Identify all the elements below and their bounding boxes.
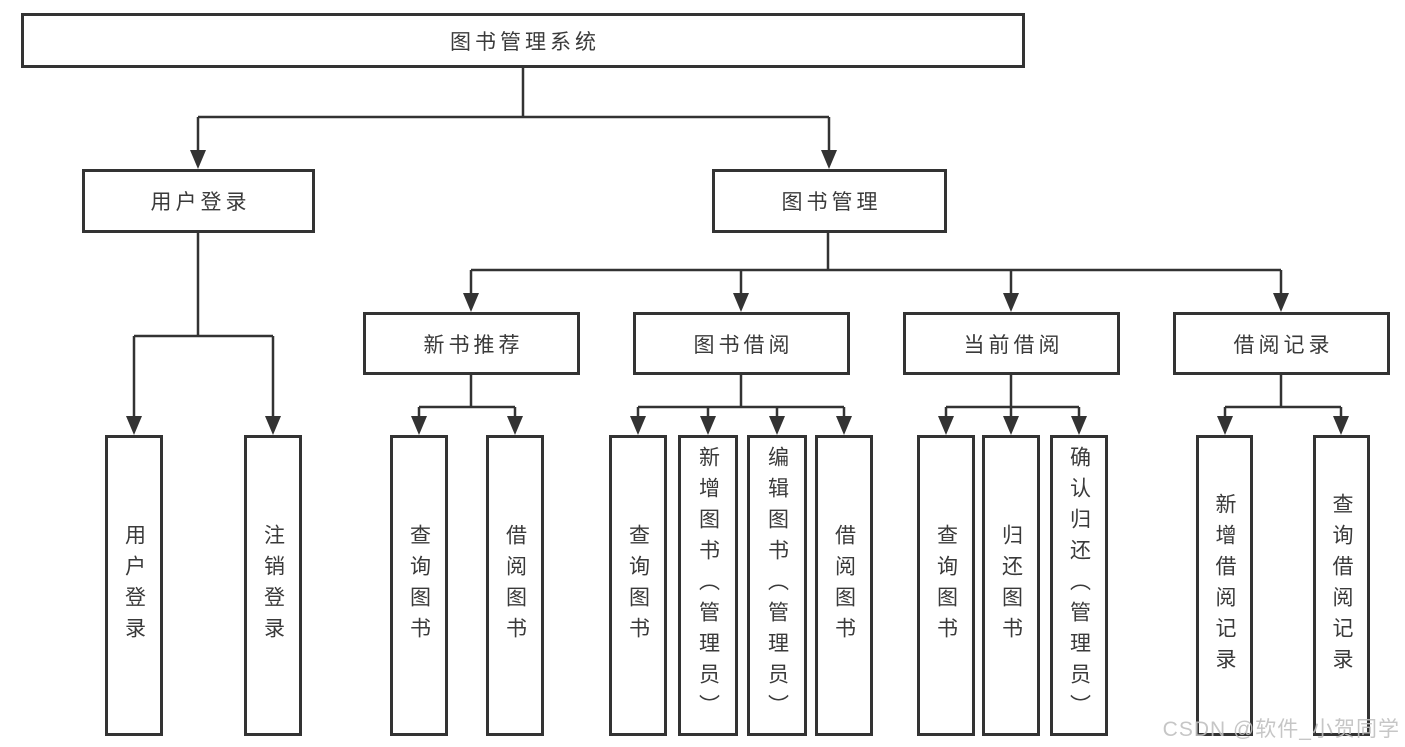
- edge-bookborrow-to-leaves: [636, 375, 846, 418]
- leaf-br-query-record-label: 查询借阅记录: [1330, 492, 1353, 679]
- leaf-cb-return-book-label: 归还图书: [999, 523, 1023, 648]
- arrowhead-rec-query-book: [411, 416, 427, 435]
- arrowhead-leaf-logout: [265, 416, 281, 435]
- node-user-login-label: 用户登录: [150, 191, 251, 214]
- leaf-bb-add-book-admin-label: 新增图书（管理员）: [696, 446, 720, 725]
- leaf-bb-query-book: 查询图书: [609, 435, 667, 736]
- node-current-borrow-label: 当前借阅: [963, 333, 1064, 357]
- edge-userlogin-to-leaves: [132, 233, 275, 418]
- leaf-user-login-label: 用户登录: [122, 523, 146, 648]
- arrowhead-cb-query-book: [938, 416, 954, 435]
- node-book-borrow: 图书借阅: [633, 312, 850, 375]
- arrowhead-current-borrow: [1003, 293, 1019, 312]
- leaf-cb-confirm-return-admin: 确认归还（管理员）: [1050, 435, 1108, 736]
- edge-recommend-to-leaves: [417, 375, 517, 418]
- node-root-system: 图书管理系统: [21, 13, 1025, 68]
- arrowhead-book-management: [821, 150, 837, 169]
- leaf-bb-query-book-label: 查询图书: [626, 523, 650, 648]
- leaf-cb-return-book: 归还图书: [982, 435, 1040, 736]
- edge-root-to-level2: [196, 68, 831, 152]
- arrowhead-br-query-record: [1333, 416, 1349, 435]
- arrowhead-rec-borrow-book: [507, 416, 523, 435]
- node-borrow-records: 借阅记录: [1173, 312, 1390, 375]
- node-new-book-recommend-label: 新书推荐: [423, 333, 524, 357]
- arrowhead-bb-borrow-book: [836, 416, 852, 435]
- node-book-borrow-label: 图书借阅: [693, 333, 794, 357]
- leaf-bb-borrow-book-label: 借阅图书: [832, 523, 856, 648]
- leaf-logout-label: 注销登录: [261, 523, 285, 648]
- node-user-login: 用户登录: [82, 169, 315, 233]
- arrowhead-cb-return-book: [1003, 416, 1019, 435]
- leaf-rec-query-book-label: 查询图书: [407, 523, 431, 648]
- leaf-bb-borrow-book: 借阅图书: [815, 435, 873, 736]
- leaf-rec-borrow-book: 借阅图书: [486, 435, 544, 736]
- arrowhead-bb-edit-book: [769, 416, 785, 435]
- leaf-logout: 注销登录: [244, 435, 302, 736]
- leaf-bb-edit-book-admin-label: 编辑图书（管理员）: [765, 446, 789, 725]
- node-current-borrow: 当前借阅: [903, 312, 1120, 375]
- arrowhead-user-login: [190, 150, 206, 169]
- arrowhead-borrow-records: [1273, 293, 1289, 312]
- arrowhead-book-borrow: [733, 293, 749, 312]
- arrowhead-new-book-recommend: [463, 293, 479, 312]
- node-root-label: 图书管理系统: [450, 30, 600, 54]
- node-book-management: 图书管理: [712, 169, 947, 233]
- arrowhead-leaf-user-login: [126, 416, 142, 435]
- leaf-cb-confirm-return-admin-label: 确认归还（管理员）: [1067, 446, 1091, 725]
- edge-records-to-leaves: [1223, 375, 1343, 418]
- leaf-bb-edit-book-admin: 编辑图书（管理员）: [747, 435, 807, 736]
- node-borrow-records-label: 借阅记录: [1233, 333, 1334, 357]
- arrowhead-bb-query-book: [630, 416, 646, 435]
- leaf-user-login: 用户登录: [105, 435, 163, 736]
- arrowhead-bb-add-book: [700, 416, 716, 435]
- leaf-br-add-record: 新增借阅记录: [1196, 435, 1253, 736]
- leaf-br-add-record-label: 新增借阅记录: [1213, 492, 1236, 679]
- csdn-watermark: CSDN @软件_小贺同学: [1162, 718, 1400, 741]
- arrowhead-cb-confirm-return: [1071, 416, 1087, 435]
- leaf-rec-query-book: 查询图书: [390, 435, 448, 736]
- leaf-rec-borrow-book-label: 借阅图书: [503, 523, 527, 648]
- leaf-br-query-record: 查询借阅记录: [1313, 435, 1370, 736]
- arrowhead-br-add-record: [1217, 416, 1233, 435]
- node-book-management-label: 图书管理: [781, 191, 882, 214]
- node-new-book-recommend: 新书推荐: [363, 312, 580, 375]
- leaf-bb-add-book-admin: 新增图书（管理员）: [678, 435, 738, 736]
- edge-bookmgmt-to-level3: [469, 233, 1283, 295]
- edge-currentborrow-to-leaves: [944, 375, 1081, 418]
- leaf-cb-query-book: 查询图书: [917, 435, 975, 736]
- leaf-cb-query-book-label: 查询图书: [934, 523, 958, 648]
